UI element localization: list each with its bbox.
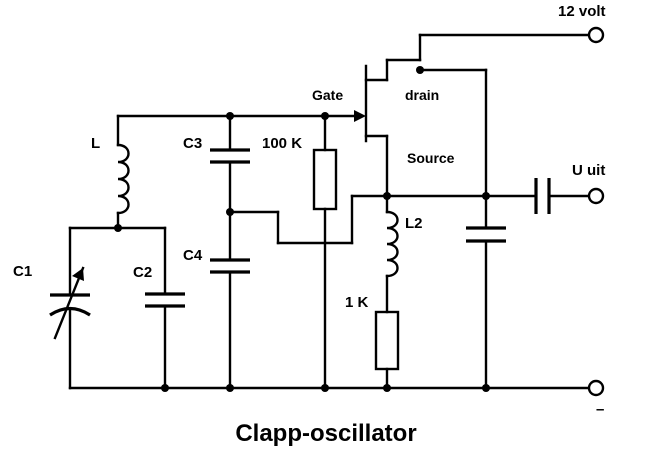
capacitor-c3 — [210, 148, 250, 164]
resistor-100k — [312, 148, 338, 211]
junction-dots — [114, 66, 490, 392]
label-drain: drain — [405, 87, 439, 103]
inductor-l — [116, 143, 130, 215]
label-resistor-1k: 1 K — [345, 294, 369, 311]
jfet-gate-arrow — [354, 110, 366, 122]
capacitor-output-coupling — [534, 178, 551, 214]
terminal-ground — [587, 379, 605, 397]
label-gate: Gate — [312, 87, 343, 103]
label-inductor-l2: L2 — [405, 215, 423, 232]
terminal-output — [587, 187, 605, 205]
capacitor-c2 — [145, 292, 185, 308]
terminal-supply — [587, 26, 605, 44]
label-output: U uit — [572, 162, 605, 179]
resistor-1k — [374, 310, 400, 371]
label-ground-terminal: – — [596, 401, 604, 418]
label-source: Source — [407, 150, 455, 166]
diagram-title: Clapp-oscillator — [235, 420, 416, 447]
capacitor-c1-variable — [49, 266, 91, 340]
label-c3: C3 — [183, 135, 202, 152]
label-c4: C4 — [183, 247, 203, 264]
inductor-l2 — [385, 210, 399, 278]
label-c2: C2 — [133, 264, 152, 281]
capacitor-c4 — [210, 258, 250, 274]
label-supply: 12 volt — [558, 3, 606, 20]
label-c1: C1 — [13, 263, 32, 280]
label-inductor-l: L — [91, 135, 100, 152]
label-resistor-100k: 100 K — [262, 135, 302, 152]
capacitor-bypass — [466, 226, 506, 243]
